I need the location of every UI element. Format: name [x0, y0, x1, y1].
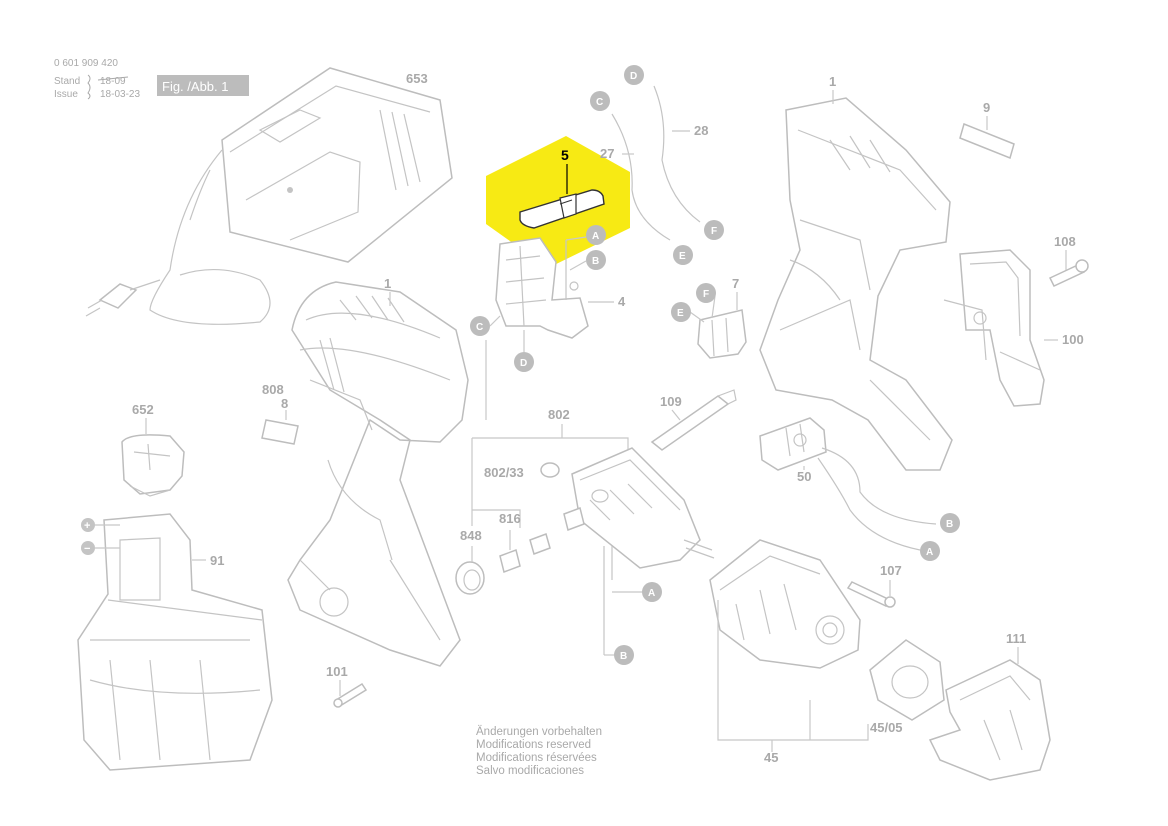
svg-text:B: B [592, 256, 599, 267]
issue-label: Issue [54, 89, 78, 100]
minus-sign: − [84, 543, 90, 555]
connector-E-top: E [673, 245, 693, 265]
housing-left-1: 1 [287, 276, 469, 667]
svg-text:B: B [620, 651, 627, 662]
svg-text:E: E [677, 308, 684, 319]
label-100: 100 [1062, 332, 1084, 347]
label-91: 91 [210, 553, 224, 568]
screw-101: 101 [326, 664, 368, 708]
label-5: 5 [561, 147, 569, 163]
switch-4: 4 [495, 237, 626, 339]
label-45: 45 [764, 750, 778, 765]
svg-text:A: A [926, 547, 933, 558]
label-808: 808 [262, 382, 284, 397]
label-816: 816 [499, 511, 521, 526]
battery-91: + − 91 [77, 513, 273, 771]
fig-label: Fig. /Abb. 1 [162, 79, 228, 94]
connector-C-switch: C [470, 316, 490, 336]
note-fr: Modifications réservées [476, 752, 597, 764]
doc-number: 0 601 909 420 [54, 58, 118, 69]
label-848: 848 [460, 528, 482, 543]
connector-A-motor: A [642, 582, 662, 602]
ring-45-05: 45/05 [869, 639, 945, 735]
svg-text:B: B [946, 519, 953, 530]
header-block: 0 601 909 420 Stand 18-09 Issue 18-03-23… [54, 58, 249, 100]
connector-F-mid: F [696, 283, 716, 303]
label-9: 9 [983, 100, 990, 115]
svg-text:C: C [476, 322, 483, 333]
housing-right-1: 1 [759, 74, 953, 471]
label-28: 28 [694, 123, 708, 138]
connector-A-switch: A [586, 225, 606, 245]
connector-A-right: A [920, 541, 940, 561]
label-802-33: 802/33 [484, 465, 524, 480]
label-802: 802 [548, 407, 570, 422]
label-653: 653 [406, 71, 428, 86]
label-107: 107 [880, 563, 902, 578]
svg-text:D: D [520, 358, 527, 369]
label-8: 8 [281, 396, 288, 411]
motor-802: 802 802/33 [471, 407, 715, 640]
note-de: Änderungen vorbehalten [476, 726, 602, 738]
label-27: 27 [600, 146, 614, 161]
label-block-808: 808 8 [261, 382, 299, 445]
label-1-left: 1 [384, 276, 391, 291]
note-en: Modifications reserved [476, 739, 591, 751]
bracket-100: 100 [943, 249, 1084, 407]
connector-B-right: B [940, 513, 960, 533]
label-50: 50 [797, 469, 811, 484]
label-1-right: 1 [829, 74, 836, 89]
label-101: 101 [326, 664, 348, 679]
svg-text:F: F [703, 289, 709, 300]
svg-text:A: A [648, 588, 655, 599]
bit-109: 109 [650, 389, 737, 451]
charger-653: 653 [85, 67, 453, 325]
screw-107: 107 [846, 563, 902, 608]
stand-label: Stand [54, 76, 80, 87]
electronics-50: 50 [759, 417, 937, 551]
label-111: 111 [1006, 631, 1026, 646]
svg-text:A: A [592, 231, 599, 242]
connector-7: 7 [689, 276, 747, 359]
connector-B-motor: B [614, 645, 634, 665]
connector-C-top: C [590, 91, 610, 111]
note-es: Salvo modificaciones [476, 765, 584, 777]
connector-D-switch: D [514, 352, 534, 372]
stand-value: 18-09 [100, 76, 126, 87]
svg-text:D: D [630, 71, 637, 82]
connector-markers: D C F E A B C D [470, 65, 960, 665]
wires-27-28: 27 28 [600, 85, 708, 241]
svg-text:C: C [596, 97, 603, 108]
connector-E-mid: E [671, 302, 691, 322]
label-4: 4 [618, 294, 626, 309]
issue-value: 18-03-23 [100, 89, 140, 100]
label-652: 652 [132, 402, 154, 417]
svg-text:E: E [679, 251, 686, 262]
gearbox-45: 45 [709, 539, 869, 765]
sleeve-111: 111 [928, 631, 1051, 781]
label-109: 109 [660, 394, 682, 409]
label-7: 7 [732, 276, 739, 291]
fig-badge [157, 75, 249, 96]
label-strip-9: 9 [959, 100, 1015, 160]
label-45-05: 45/05 [870, 720, 903, 735]
modification-notes: Änderungen vorbehalten Modifications res… [476, 726, 602, 777]
parts-848-816: 848 816 [455, 509, 551, 595]
plus-sign: + [84, 520, 90, 532]
label-108: 108 [1054, 234, 1076, 249]
connector-D-top: D [624, 65, 644, 85]
svg-text:F: F [711, 226, 717, 237]
connector-B-switch: B [586, 250, 606, 270]
screw-108: 108 [1048, 234, 1089, 287]
connector-F-top: F [704, 220, 724, 240]
battery-cap-652: 652 [121, 402, 185, 497]
